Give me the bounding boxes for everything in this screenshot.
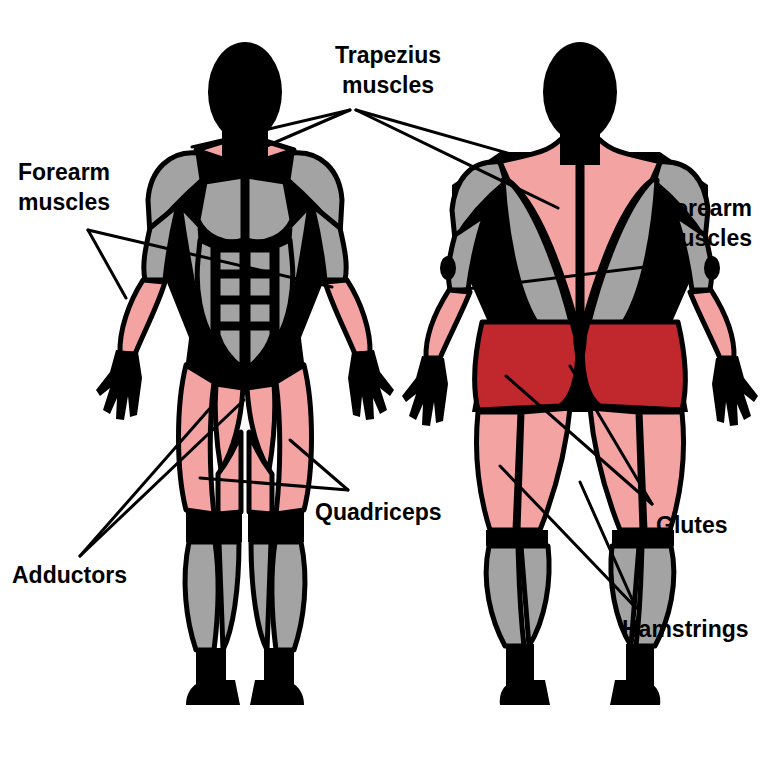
- leader-line: [356, 110, 558, 208]
- leader-line: [500, 466, 636, 608]
- back-figure: [402, 42, 758, 705]
- front-right-half: [247, 140, 394, 705]
- muscle-label: Quadriceps: [315, 497, 485, 527]
- muscle-label: Forearm muscles: [660, 193, 764, 253]
- leader-line: [80, 406, 212, 556]
- leader-line: [88, 230, 126, 298]
- leader-line: [633, 262, 686, 302]
- muscle-label: Glutes: [656, 510, 764, 540]
- leader-lines: [80, 110, 686, 608]
- sacrum-shape: [573, 300, 587, 372]
- leader-line: [88, 230, 332, 287]
- leader-line: [192, 110, 350, 147]
- leader-line: [570, 366, 652, 504]
- muscle-label: Trapezius muscles: [322, 40, 454, 100]
- muscle-label: Adductors: [12, 560, 172, 590]
- leader-line: [80, 400, 244, 556]
- leader-line: [200, 478, 348, 490]
- leader-line: [458, 262, 686, 290]
- front-figure: [96, 42, 394, 705]
- leader-line: [290, 440, 348, 490]
- leader-line: [580, 482, 636, 608]
- leader-line: [262, 110, 350, 148]
- leader-line: [506, 376, 652, 504]
- muscle-label: Forearm muscles: [18, 157, 136, 217]
- head-shape: [543, 42, 617, 142]
- muscle-label: Hamstrings: [622, 614, 764, 644]
